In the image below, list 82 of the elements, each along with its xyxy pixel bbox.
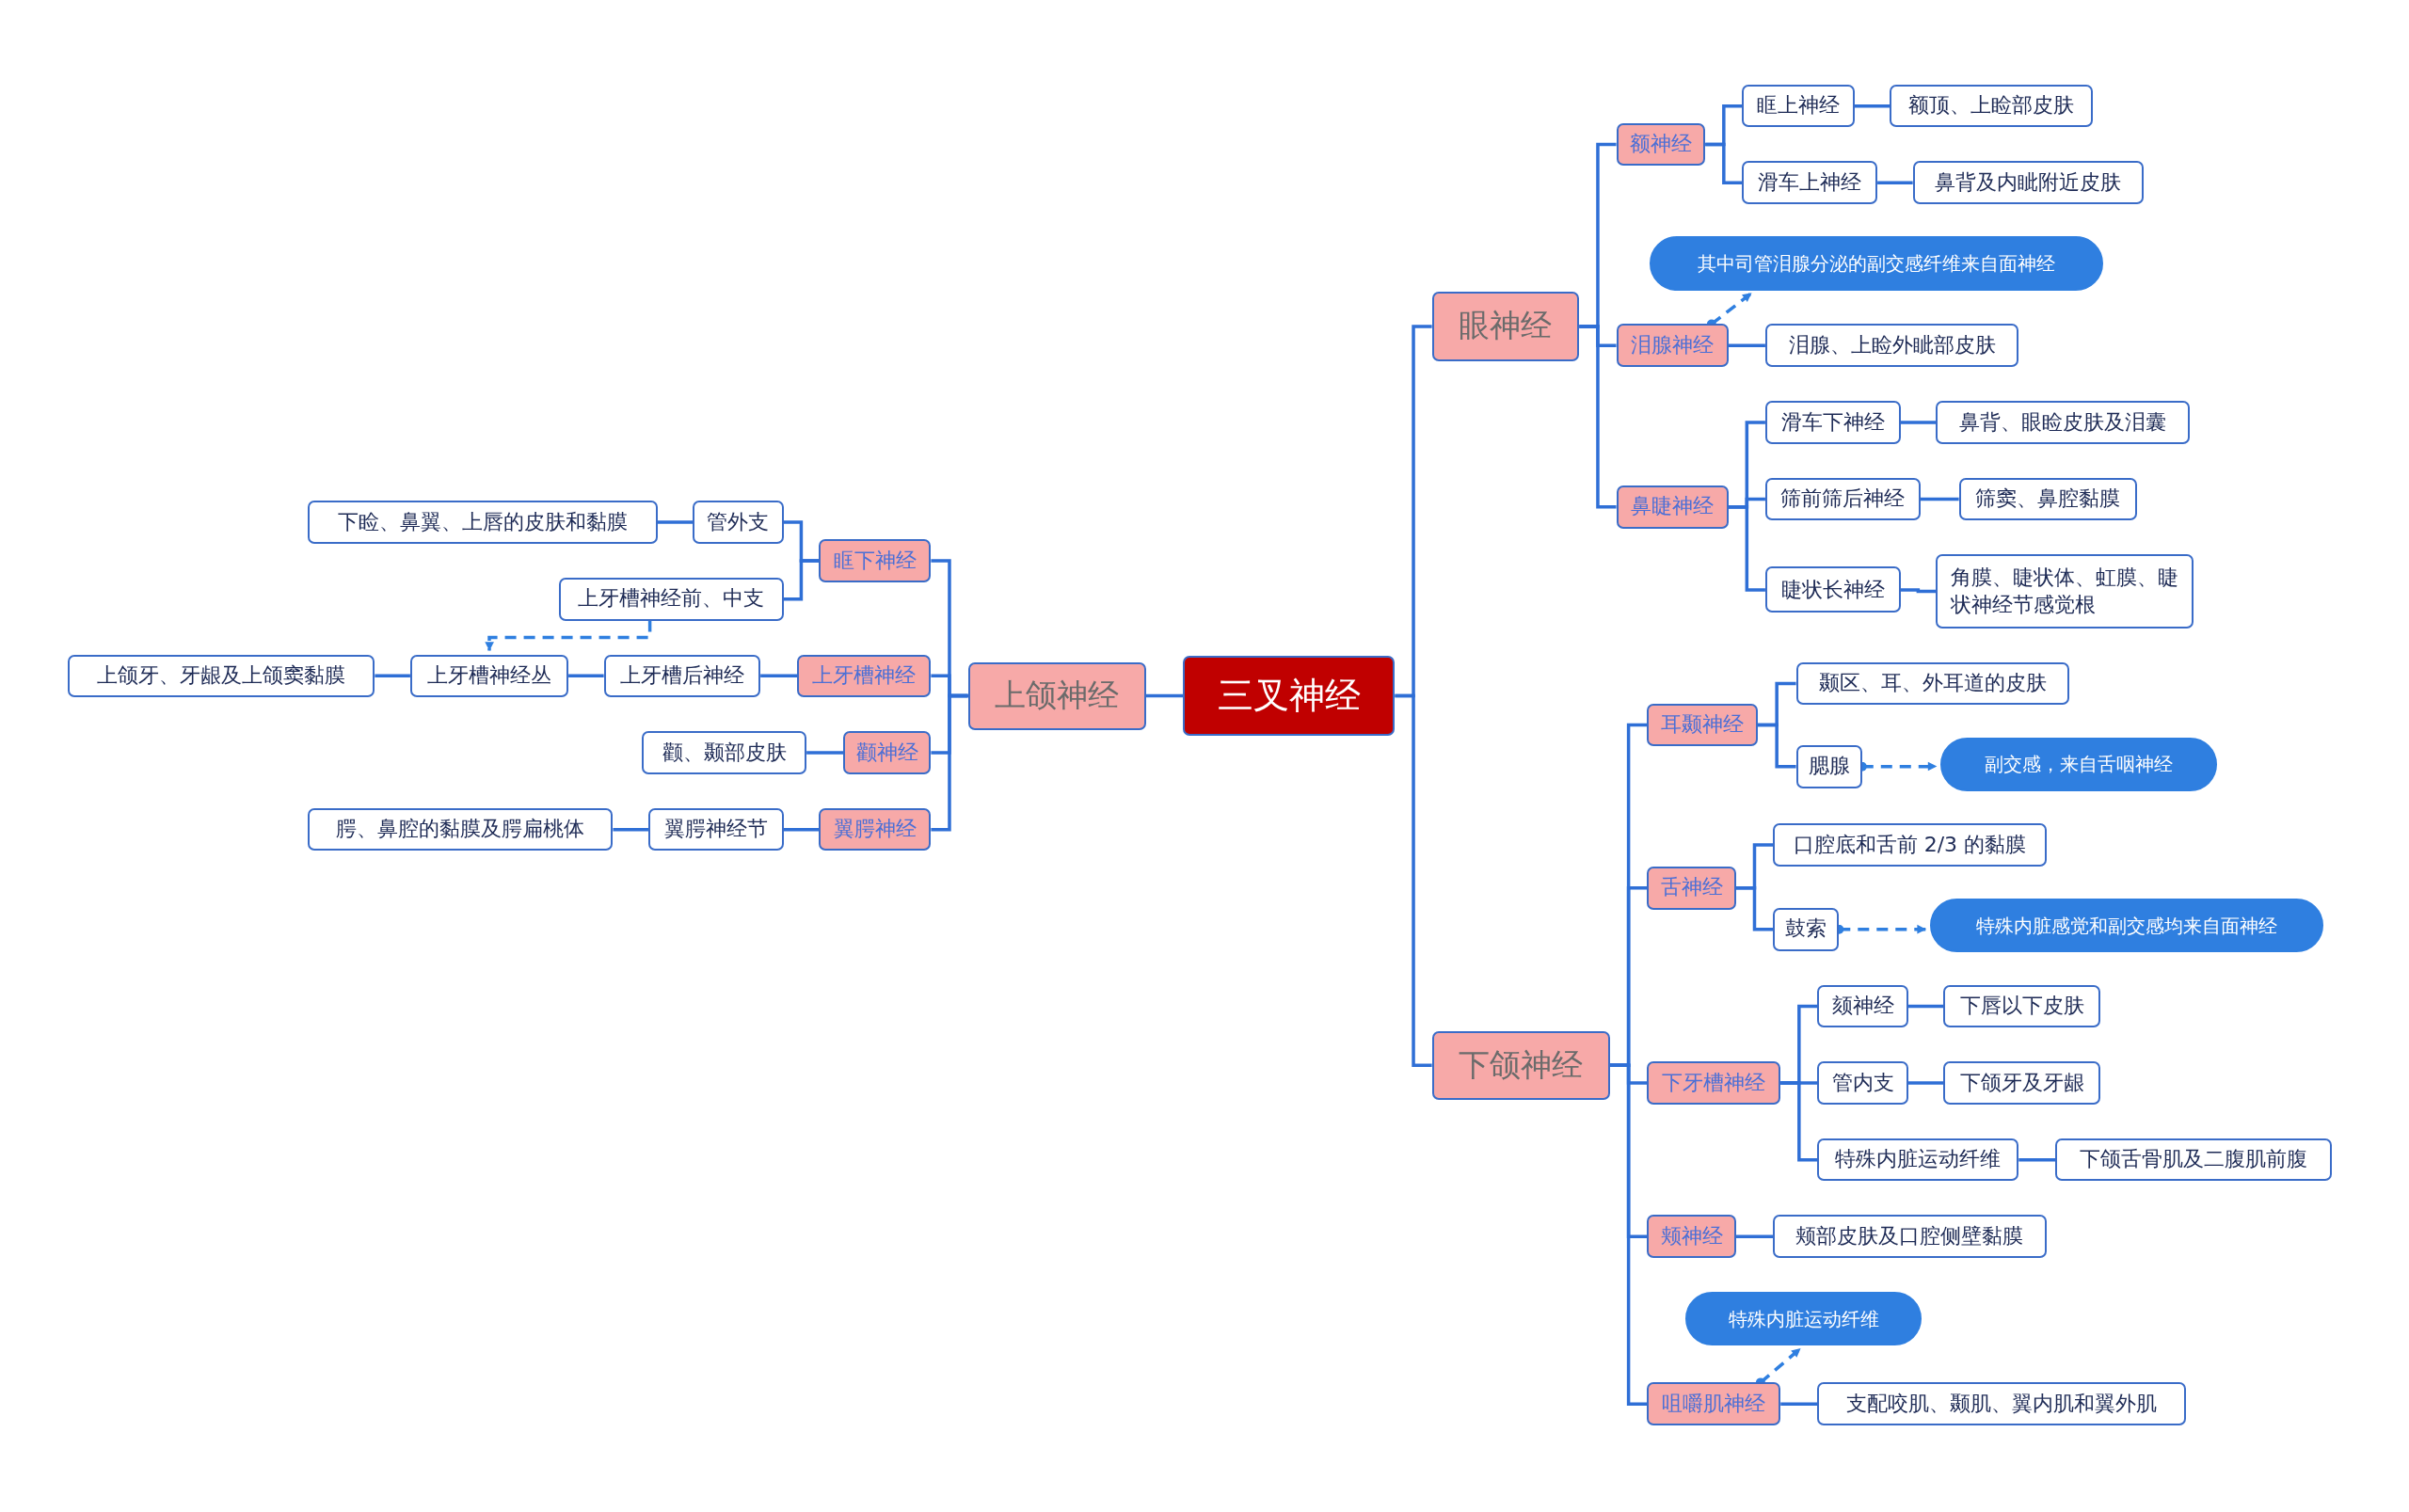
leaf-topic-box: 口腔底和舌前 2/3 的黏膜	[1773, 823, 2047, 867]
leaf-topic-box: 颏神经	[1817, 984, 1908, 1028]
branch-topic-box: 下颌神经	[1431, 1030, 1610, 1100]
note-pill: 特殊内脏运动纤维	[1685, 1292, 1922, 1346]
leaf-topic-box: 下唇以下皮肤	[1943, 984, 2100, 1028]
leaf-topic-box: 管外支	[693, 501, 784, 544]
leaf-topic-box: 翼腭神经节	[647, 807, 784, 851]
connector-line	[1728, 505, 1765, 592]
connector-line	[1907, 1004, 1944, 1009]
connector-line	[1920, 497, 1959, 501]
leaf-topic-box: 睫状长神经	[1764, 566, 1901, 613]
branch-topic-box: 眼神经	[1431, 292, 1580, 361]
leaf-topic-box: 眶上神经	[1742, 84, 1855, 128]
subtopic-box: 耳颞神经	[1647, 703, 1758, 747]
leaf-topic-box: 鼓索	[1773, 907, 1840, 951]
leaf-topic-box: 颧、颞部皮肤	[642, 731, 807, 774]
subtopic-box: 翼腭神经	[819, 807, 932, 851]
connector-line	[806, 751, 844, 755]
connector-line	[1579, 325, 1617, 509]
connector-line	[1877, 181, 1913, 185]
leaf-topic-box: 鼻背、眼睑皮肤及泪囊	[1936, 401, 2190, 444]
leaf-topic-box: 特殊内脏运动纤维	[1817, 1138, 2019, 1182]
connector-line	[760, 674, 798, 678]
connector-line	[1610, 1063, 1648, 1406]
branch-topic-box: 上颌神经	[967, 661, 1146, 730]
leaf-topic-box: 颞区、耳、外耳道的皮肤	[1795, 661, 2070, 706]
root-topic-box: 三叉神经	[1183, 656, 1396, 737]
note-pill: 其中司管泪腺分泌的副交感纤维来自面神经	[1650, 236, 2104, 291]
connector-line	[1145, 693, 1184, 698]
leaf-topic-box: 上颌牙、牙龈及上颌窦黏膜	[67, 654, 375, 698]
leaf-topic-box: 筛前筛后神经	[1764, 477, 1921, 521]
subtopic-box: 咀嚼肌神经	[1647, 1382, 1781, 1426]
connector-line	[1900, 588, 1937, 594]
leaf-topic-box: 下颌舌骨肌及二腹肌前腹	[2055, 1138, 2333, 1182]
connector-line	[568, 674, 604, 678]
subtopic-box: 鼻睫神经	[1616, 485, 1729, 529]
leaf-topic-box: 滑车下神经	[1764, 401, 1901, 444]
subtopic-box: 颊神经	[1647, 1215, 1736, 1259]
connector-line	[1735, 1234, 1774, 1239]
leaf-topic-box: 泪腺、上睑外眦部皮肤	[1764, 324, 2019, 368]
note-pill: 副交感，来自舌咽神经	[1940, 737, 2217, 791]
leaf-topic-box: 上牙槽后神经	[603, 654, 761, 698]
connector-line	[783, 827, 820, 832]
leaf-topic-box: 筛窦、鼻腔黏膜	[1958, 477, 2137, 521]
connector-line	[1395, 693, 1432, 1067]
leaf-topic-box: 下睑、鼻翼、上唇的皮肤和黏膜	[307, 501, 658, 544]
leaf-topic-box: 鼻背及内眦附近皮肤	[1912, 161, 2144, 205]
leaf-topic-box: 额顶、上睑部皮肤	[1890, 84, 2093, 128]
connector-line	[1900, 421, 1937, 424]
connector-line	[657, 520, 694, 524]
connector-line	[1705, 142, 1743, 185]
note-pill: 特殊内脏感觉和副交感均来自面神经	[1929, 899, 2323, 953]
connector-line	[1735, 885, 1774, 931]
leaf-topic-box: 管内支	[1817, 1061, 1908, 1105]
leaf-topic-box: 腮腺	[1795, 744, 1862, 788]
leaf-topic-box: 滑车上神经	[1742, 161, 1878, 205]
subtopic-box: 颧神经	[843, 731, 932, 774]
leaf-topic-box: 上牙槽神经丛	[409, 654, 569, 698]
dashed-arrow	[485, 620, 652, 651]
leaf-topic-box: 下颌牙及牙龈	[1943, 1061, 2100, 1105]
subtopic-box: 上牙槽神经	[797, 654, 932, 698]
connector-line	[375, 674, 410, 678]
subtopic-box: 额神经	[1616, 122, 1706, 167]
leaf-topic-box: 支配咬肌、颞肌、翼内肌和翼外肌	[1817, 1382, 2187, 1426]
connector-line	[1728, 343, 1765, 348]
subtopic-box: 泪腺神经	[1616, 324, 1729, 368]
connector-line	[2018, 1157, 2056, 1162]
connector-line	[1780, 1081, 1818, 1162]
connector-line	[1907, 1081, 1944, 1085]
leaf-topic-box: 腭、鼻腔的黏膜及腭扁桃体	[307, 807, 614, 851]
connector-line	[931, 693, 968, 832]
connector-line	[1854, 103, 1891, 108]
leaf-topic-box: 颊部皮肤及口腔侧壁黏膜	[1773, 1215, 2047, 1259]
connector-line	[783, 559, 820, 601]
connector-line	[613, 827, 648, 832]
subtopic-box: 舌神经	[1647, 866, 1736, 910]
subtopic-box: 下牙槽神经	[1647, 1061, 1781, 1105]
leaf-topic-box: 上牙槽神经前、中支	[559, 577, 784, 621]
connector-line	[1757, 723, 1796, 769]
leaf-topic-box: 角膜、睫状体、虹膜、睫状神经节感觉根	[1936, 554, 2194, 629]
connector-line	[1780, 1402, 1818, 1406]
subtopic-box: 眶下神经	[819, 539, 932, 582]
